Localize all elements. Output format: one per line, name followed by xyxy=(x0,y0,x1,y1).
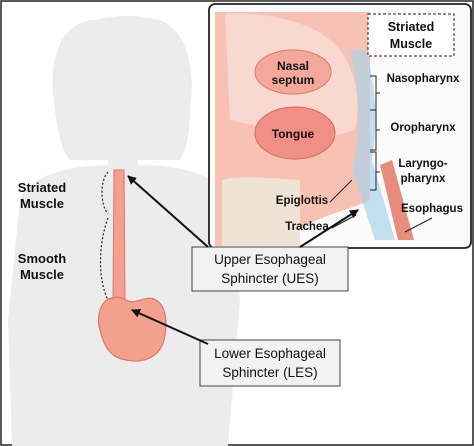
nasal-septum-line1: Nasal xyxy=(277,59,309,73)
oropharynx-label: Oropharynx xyxy=(390,122,456,134)
esophagus-tube xyxy=(112,169,126,301)
ues-arrow-left xyxy=(127,175,209,248)
striated-label-line2: Muscle xyxy=(20,196,64,211)
epiglottis-pointer xyxy=(329,179,353,203)
striated-label-line1: Striated xyxy=(18,180,66,195)
ues-box xyxy=(191,246,349,292)
inset-title-line1: Striated xyxy=(388,20,435,34)
smooth-label-line1: Smooth xyxy=(18,251,66,266)
nasopharynx-label: Nasopharynx xyxy=(387,73,460,85)
les-arrow xyxy=(131,309,209,345)
oropharynx-bracket xyxy=(370,109,380,151)
esophagus-label: Esophagus xyxy=(401,203,463,215)
nasal-septum-line2: septum xyxy=(272,73,315,87)
smooth-label-line2: Muscle xyxy=(20,267,64,282)
stomach xyxy=(97,296,167,362)
ues-label-line1: Upper Esophageal xyxy=(214,252,326,267)
smooth-bracket xyxy=(99,217,109,301)
laryngopharynx-bracket xyxy=(370,151,380,191)
epiglottis-label: Epiglottis xyxy=(276,195,328,207)
inset-title-box xyxy=(367,13,455,57)
laryngopharynx-line1: Laryngo- xyxy=(398,158,447,170)
les-label-line1: Lower Esophageal xyxy=(214,346,326,361)
ues-arrow-right xyxy=(299,209,359,248)
les-box xyxy=(199,339,341,387)
les-label-line2: Sphincter (LES) xyxy=(222,365,317,380)
laryngopharynx-line2: pharynx xyxy=(401,173,446,185)
trachea-label: Trachea xyxy=(285,221,329,233)
inset-title-line2: Muscle xyxy=(390,37,432,51)
tongue-label: Tongue xyxy=(272,127,315,141)
striated-bracket xyxy=(101,171,109,215)
esophagus-pointer xyxy=(404,217,433,233)
ues-label-line2: Sphincter (UES) xyxy=(221,271,319,286)
inset-panel: Striated Muscle Nasal septum Tongue Epig… xyxy=(208,3,472,249)
